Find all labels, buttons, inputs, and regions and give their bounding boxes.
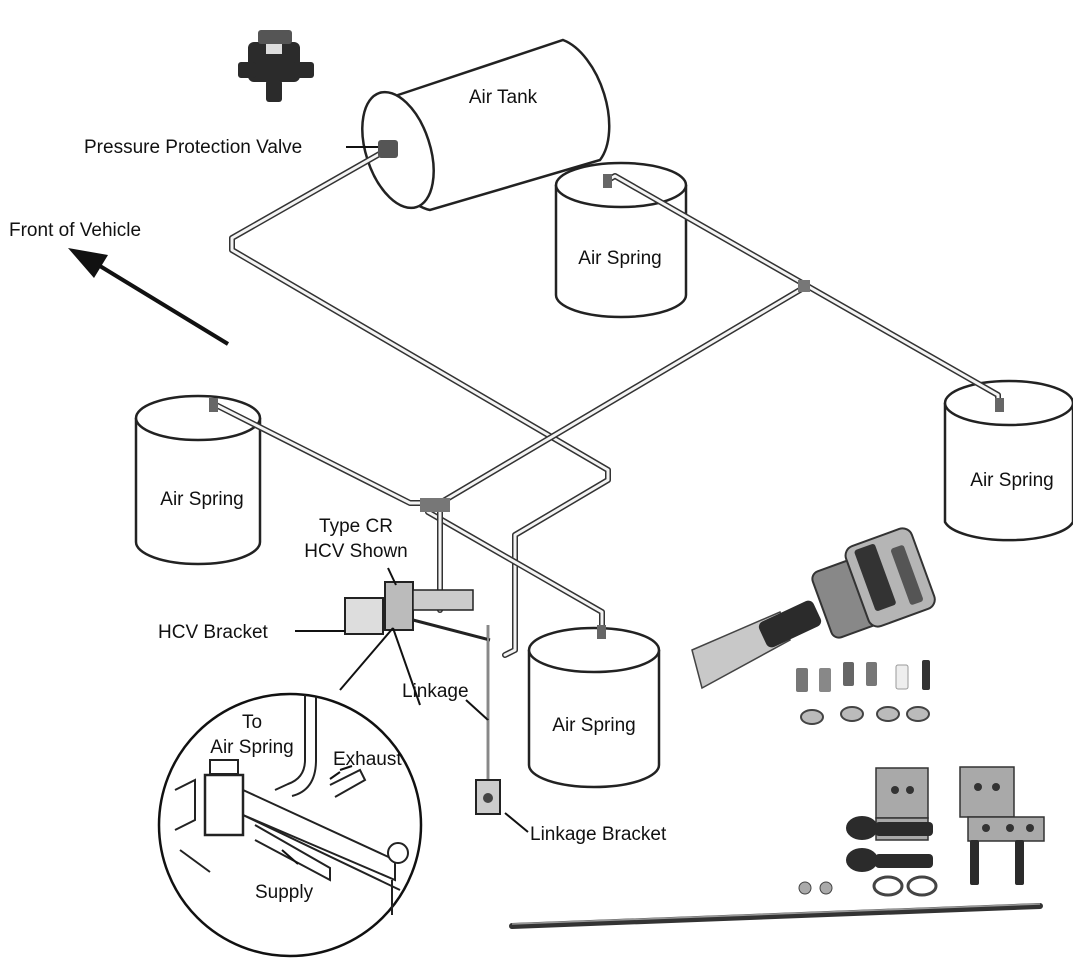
fittings-photo — [796, 660, 930, 692]
air-spring-rear-top-label: Air Spring — [578, 248, 661, 269]
air-spring-front-left-label: Air Spring — [160, 489, 243, 510]
hcv-bracket-label: HCV Bracket — [158, 622, 269, 643]
air-spring-rear-right-label: Air Spring — [970, 470, 1053, 491]
linkage-kit-photo — [509, 766, 1045, 929]
linkage-label: Linkage — [402, 681, 469, 702]
pressure-protection-valve-photo — [238, 30, 314, 102]
linkage-bracket-label: Linkage Bracket — [530, 824, 667, 845]
air-spring-front-center-label: Air Spring — [552, 715, 635, 736]
detail-air-spring-label: Air Spring — [210, 737, 293, 758]
hcv-assembly — [344, 581, 491, 790]
supply-leader — [281, 849, 299, 865]
exhaust-leader — [329, 771, 341, 780]
linkage-bracket — [475, 779, 501, 815]
pressure-protection-valve-label: Pressure Protection Valve — [84, 137, 302, 158]
hcv-leader — [387, 567, 397, 586]
hcv-type-label: Type CR — [319, 516, 393, 537]
air-spring-rear-top — [554, 161, 688, 319]
linkage-bracket-leader — [504, 812, 529, 833]
washers-photo — [800, 706, 930, 725]
front-of-vehicle-label: Front of Vehicle — [9, 220, 141, 241]
hcv-shown-label: HCV Shown — [304, 541, 408, 562]
air-tank-label: Air Tank — [469, 87, 538, 108]
detail-supply-label: Supply — [255, 882, 314, 903]
air-spring-front-center — [527, 626, 661, 789]
air-spring-rear-right — [943, 379, 1073, 542]
air-tank — [361, 38, 611, 212]
hcv-kit-photo — [691, 527, 936, 725]
hcv-detail-circle — [157, 627, 423, 958]
detail-exhaust-label: Exhaust — [333, 749, 402, 770]
linkage-leader — [465, 699, 489, 721]
air-spring-front-left — [134, 394, 262, 566]
front-of-vehicle-arrow — [68, 248, 230, 346]
detail-to-label: To — [242, 712, 262, 733]
fittings — [209, 140, 1004, 639]
